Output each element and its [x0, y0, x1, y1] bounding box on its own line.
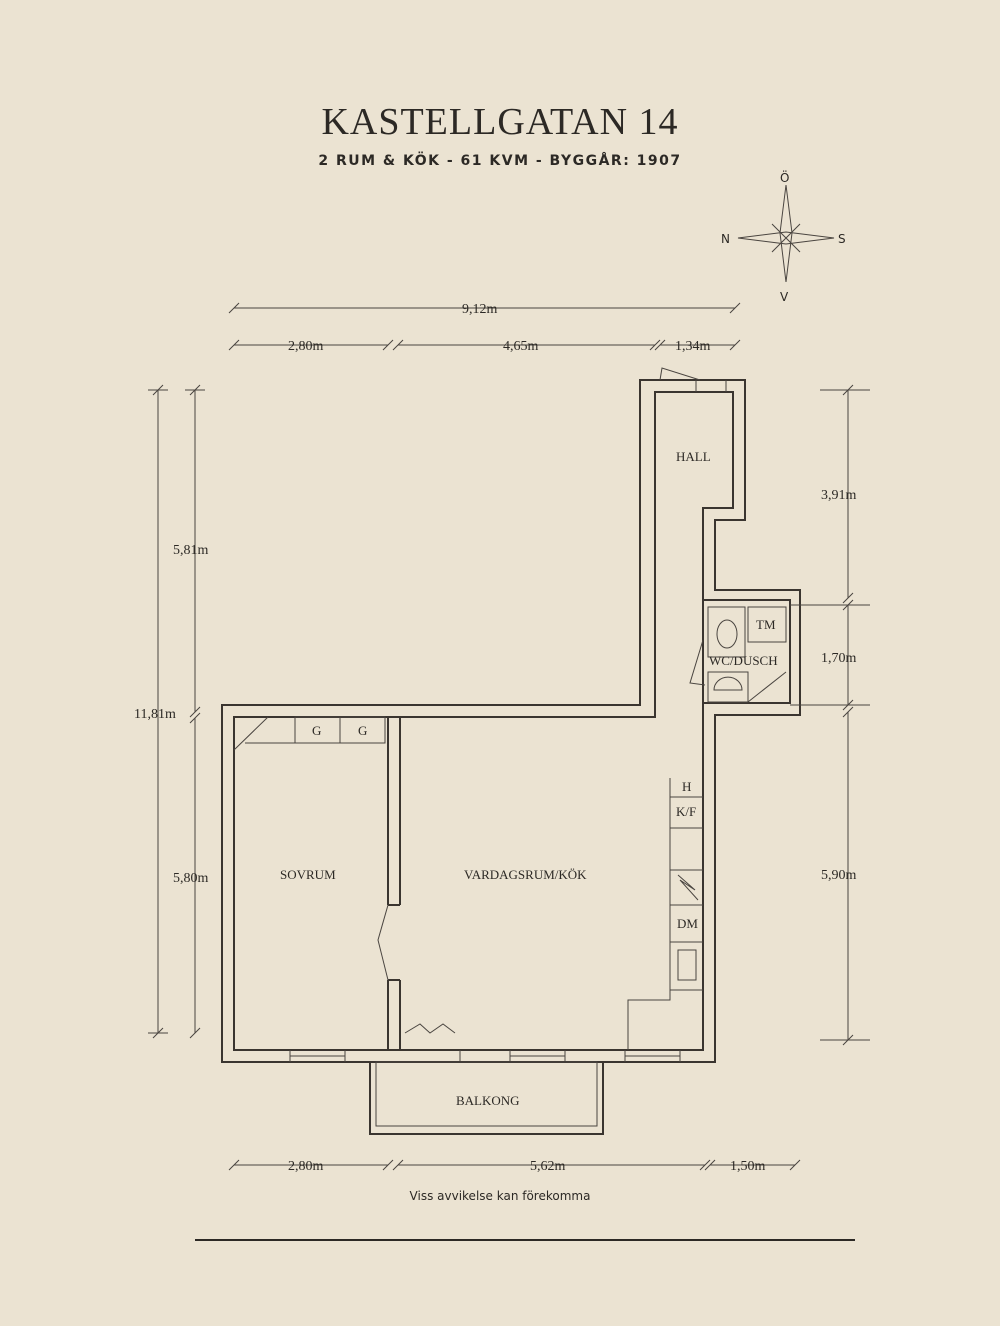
dim-left-total: 11,81m [134, 707, 176, 722]
dim-bottom-c: 1,50m [730, 1159, 766, 1174]
dim-top-c: 1,34m [675, 339, 711, 354]
subtitle: 2 RUM & KÖK - 61 KVM - BYGGÅR: 1907 [318, 153, 682, 169]
closet-g1: G [312, 723, 321, 738]
dim-left-b: 5,80m [173, 871, 209, 886]
compass-north: N [721, 232, 730, 246]
walls [221, 367, 801, 1135]
compass-south: S [838, 232, 846, 246]
closet-g2: G [358, 723, 367, 738]
compass-west: V [780, 290, 789, 304]
disclaimer: Viss avvikelse kan förekomma [409, 1189, 591, 1203]
room-vardagsrum: VARDAGSRUM/KÖK [464, 867, 587, 882]
dim-bottom-b: 5,62m [530, 1159, 566, 1174]
dim-bottom-a: 2,80m [288, 1159, 324, 1174]
room-balkong: BALKONG [456, 1093, 520, 1108]
room-wc: WC/DUSCH [709, 653, 778, 668]
dim-right-c: 5,90m [821, 868, 857, 883]
room-tm: TM [756, 617, 776, 632]
dim-right-b: 1,70m [821, 651, 857, 666]
dim-top-b: 4,65m [503, 339, 539, 354]
dim-left-a: 5,81m [173, 543, 209, 558]
room-sovrum: SOVRUM [280, 867, 336, 882]
compass-east: Ö [780, 169, 789, 185]
dim-top-total: 9,12m [462, 302, 498, 317]
kitchen-dm: DM [677, 916, 698, 931]
kitchen-kf: K/F [676, 804, 696, 819]
dim-right-a: 3,91m [821, 488, 857, 503]
dimension-lines [148, 302, 870, 1171]
dim-top-a: 2,80m [288, 339, 324, 354]
kitchen-h: H [682, 779, 691, 794]
compass-rose-icon: Ö N S V [721, 169, 846, 304]
page-title: KASTELLGATAN 14 [321, 101, 679, 143]
room-hall: HALL [676, 449, 711, 464]
